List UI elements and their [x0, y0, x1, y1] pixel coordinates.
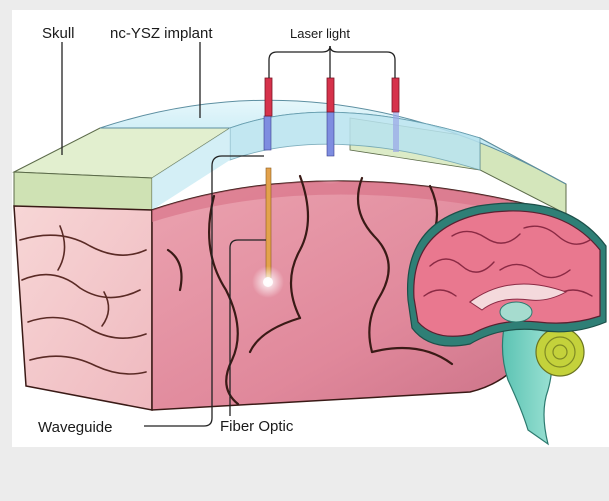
laser-spots: [308, 152, 410, 184]
implant-label: nc-YSZ implant: [110, 25, 213, 42]
skull-label: Skull: [42, 25, 75, 42]
waveguide-label: Waveguide: [38, 419, 113, 436]
fiber-optic-label: Fiber Optic: [220, 418, 294, 435]
laser-light-label: Laser light: [290, 26, 350, 41]
laser-bracket: [269, 46, 395, 78]
sagittal-brain-inset: [408, 203, 606, 444]
